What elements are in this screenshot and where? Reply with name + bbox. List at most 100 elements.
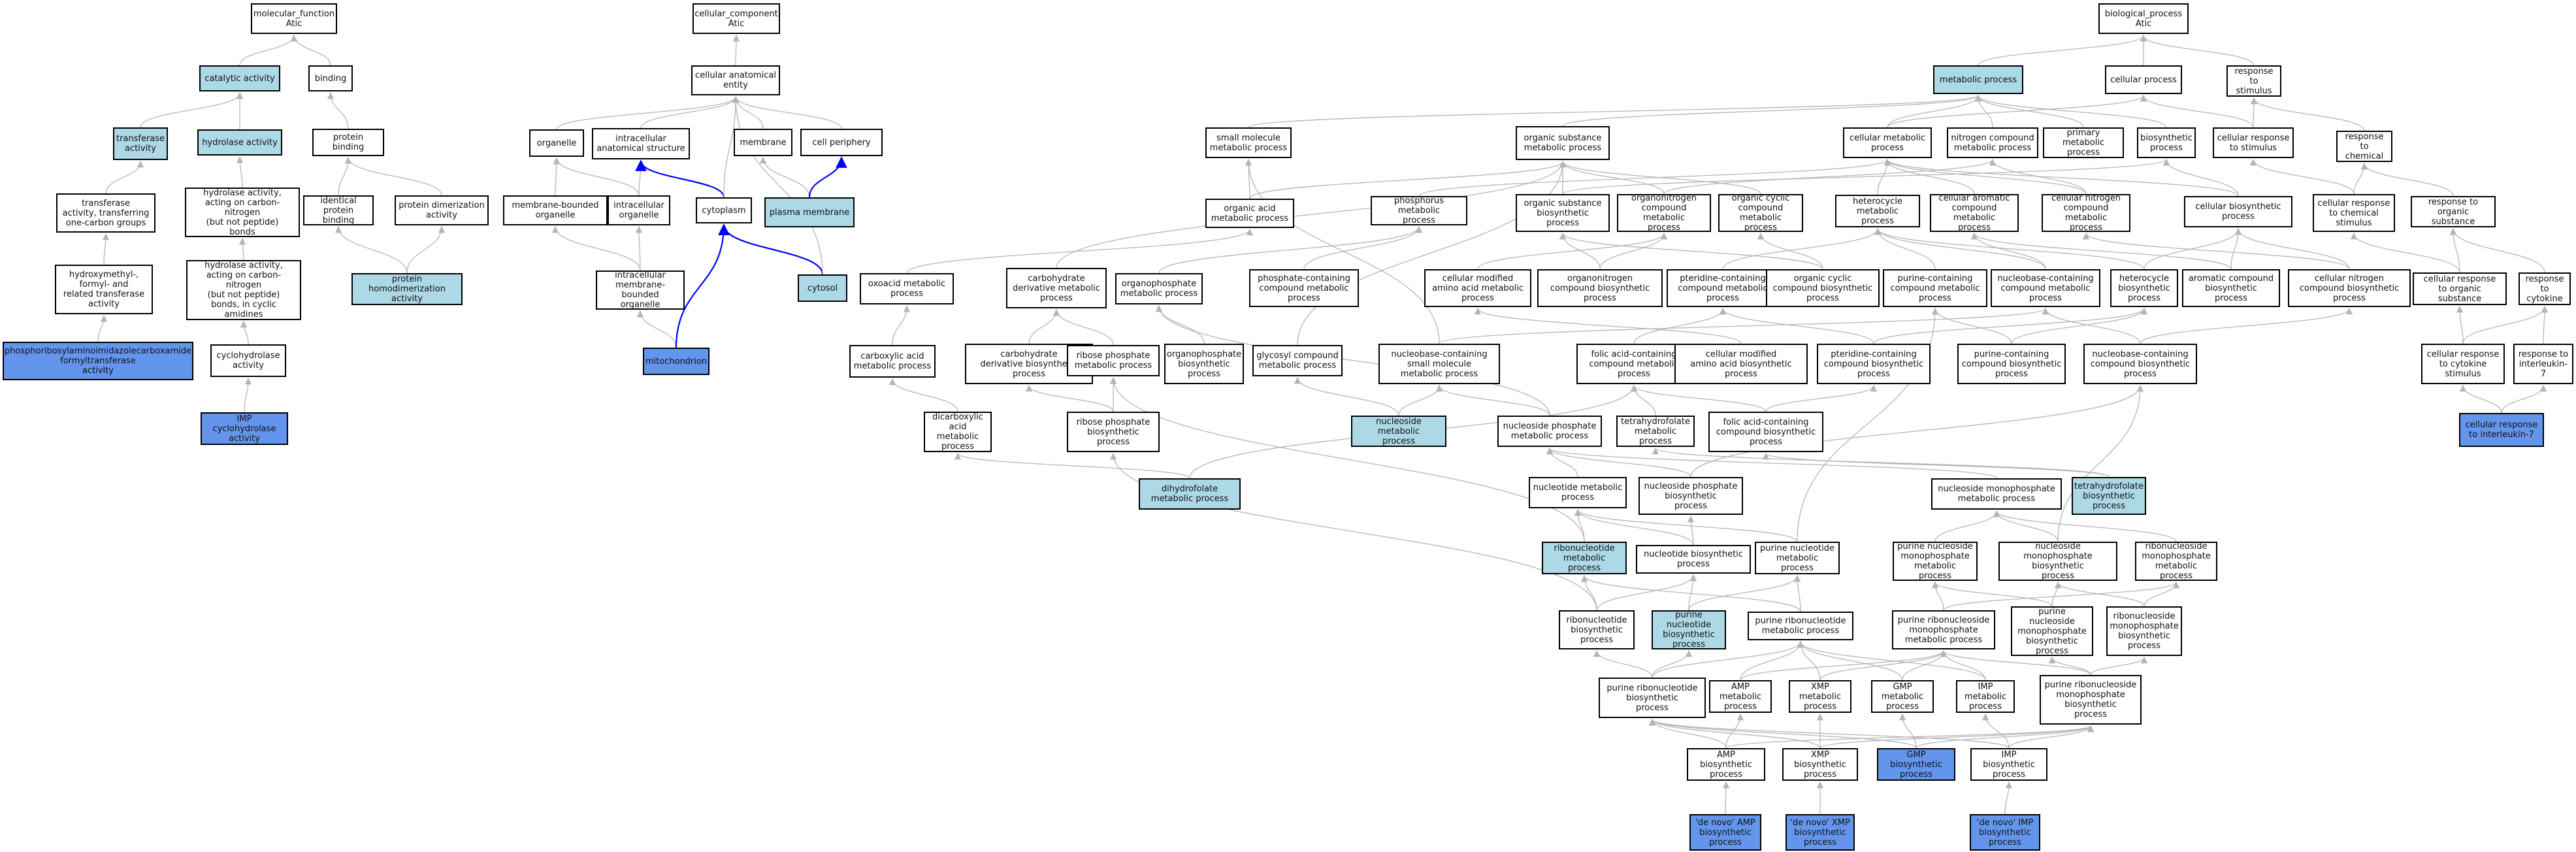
part-of-edge [718, 223, 824, 275]
is-a-edge [1883, 158, 1975, 195]
go-term-node: ribonucleoside monophosphate metabolic p… [2135, 542, 2217, 581]
is-a-edge [1109, 452, 1597, 611]
is-a-edge [1248, 94, 1981, 128]
is-a-edge [640, 95, 740, 129]
is-a-edge [1819, 725, 2094, 749]
go-term-node: ribonucleoside monophosphate biosyntheti… [2106, 606, 2182, 656]
is-a-edge [2008, 725, 2095, 749]
go-term-node: organonitrogen compound metabolic proces… [1617, 193, 1711, 233]
go-term-node: protein dimerization activity [395, 195, 489, 225]
is-a-edge [338, 156, 352, 196]
go-term-node: cellular nitrogen compound metabolic pro… [2042, 193, 2130, 233]
go-term-node: purine ribonucleotide biosynthetic proce… [1599, 678, 1706, 718]
is-a-edge [1648, 718, 1917, 749]
is-a-edge [2449, 227, 2545, 273]
go-term-node: folic acid-containing compound biosynthe… [1708, 412, 1823, 452]
go-term-node: dihydrofolate metabolic process [1139, 478, 1241, 510]
go-term-node: cellular nitrogen compound biosynthetic … [2288, 269, 2411, 307]
go-term-node: nucleoside monophosphate metabolic proce… [1931, 478, 2062, 510]
go-term-node: cellular response to stimulus [2213, 127, 2294, 158]
is-a-edge [1294, 376, 1399, 416]
is-a-edge [1722, 781, 1730, 815]
go-term-node: cytoplasm [696, 197, 752, 223]
is-a-edge [889, 378, 958, 412]
is-a-edge [1633, 307, 1727, 344]
go-term-node: response to interleukin-7 [2513, 344, 2573, 384]
go-term-node: organonitrogen compound biosynthetic pro… [1537, 269, 1663, 307]
go-term-node: nucleoside phosphate metabolic process [1497, 416, 1602, 447]
go-term-node: IMP biosynthetic process [1970, 748, 2047, 781]
is-a-edge [1993, 510, 2059, 542]
is-a-edge [406, 225, 446, 274]
is-a-edge [2250, 97, 2365, 131]
go-term-node: purine nucleoside monophosphate metaboli… [1893, 542, 1978, 581]
is-a-edge [1934, 510, 2000, 542]
is-a-edge [759, 156, 810, 198]
go-term-node: cellular process [2105, 65, 2182, 94]
is-a-edge [637, 159, 645, 196]
is-a-edge [954, 452, 1190, 479]
go-term-node: organic substance biosynthetic process [1516, 194, 1610, 232]
is-a-edge [1793, 574, 1801, 612]
is-a-edge [2353, 162, 2368, 195]
go-term-node: purine nucleotide biosynthetic process [1652, 610, 1726, 649]
is-a-edge [1652, 640, 1804, 678]
go-term-node: organic cyclic compound metabolic proces… [1718, 193, 1803, 233]
is-a-edge [1649, 718, 2010, 749]
is-a-edge [1303, 225, 1423, 270]
go-term-node: nucleoside monophosphate biosynthetic pr… [1998, 542, 2117, 581]
is-a-edge [1574, 508, 1798, 542]
go-term-node: cellular response to chemical stimulus [2313, 194, 2395, 232]
is-a-edge [1599, 232, 1668, 270]
go-term-node: cellular response to interleukin-7 [2459, 413, 2544, 447]
go-term-node: cellular aromatic compound metabolic pro… [1930, 193, 2019, 233]
is-a-edge [1722, 227, 1882, 270]
is-a-edge [1757, 232, 1823, 270]
is-a-edge [1883, 158, 2239, 197]
is-a-edge [2144, 227, 2242, 270]
is-a-edge [2541, 305, 2549, 344]
go-term-node: GMP metabolic process [1871, 680, 1934, 713]
is-a-edge [2140, 34, 2255, 66]
is-a-edge [1931, 581, 2053, 607]
go-term-node: cellular response to organic substance [2413, 272, 2507, 305]
go-term-node: hydrolase activity, acting on carbon-nit… [186, 260, 301, 320]
go-term-node: cellular biosynthetic process [2184, 196, 2292, 227]
go-term-node: mitochondrion [643, 348, 709, 375]
go-term-node: catalytic activity [199, 65, 280, 91]
is-a-edge [1887, 94, 1982, 128]
is-a-edge [1993, 510, 2177, 542]
go-term-node: cellular modified amino acid metabolic p… [1424, 269, 1531, 307]
is-a-edge [1873, 307, 2148, 344]
go-term-node: cellular modified amino acid biosyntheti… [1674, 344, 1808, 384]
go-term-node: transferase activity, transferring one-c… [56, 193, 155, 233]
is-a-edge [2456, 305, 2464, 344]
go-term-node: cytosol [798, 274, 847, 302]
is-a-edge [2162, 158, 2239, 197]
go-term-node: plasma membrane [764, 197, 855, 227]
is-a-edge [1155, 304, 1550, 416]
go-term-node: phosphate-containing compound metabolic … [1249, 269, 1359, 307]
go-term-node: nucleobase-containing small molecule met… [1378, 344, 1500, 384]
go-term-node: cellular response to cytokine stimulus [2421, 344, 2505, 384]
go-term-node: 'de novo' AMP biosynthetic process [1689, 814, 1761, 851]
go-term-node: intracellular membrane-bounded organelle [596, 270, 685, 310]
is-a-edge [2501, 384, 2547, 414]
go-term-node: ribonucleotide biosynthetic process [1559, 610, 1635, 649]
is-a-edge [1630, 384, 1767, 412]
go-term-node: cellular metabolic process [1843, 127, 1932, 158]
go-term-node: hydrolase activity, acting on carbon-nit… [185, 188, 300, 237]
is-a-edge [1052, 308, 1114, 346]
is-a-edge [1245, 158, 1440, 344]
is-a-edge [97, 314, 108, 342]
is-a-edge [1931, 307, 2012, 344]
go-term-node: organic acid metabolic process [1205, 199, 1294, 228]
go-term-node: identical protein binding [303, 195, 374, 225]
go-term-node: phosphorus metabolic process [1371, 196, 1467, 225]
is-a-edge [244, 377, 252, 413]
is-a-edge [2082, 232, 2350, 270]
is-a-edge [1652, 447, 2110, 478]
is-a-edge [1883, 158, 2087, 195]
is-a-edge [1158, 225, 1423, 274]
